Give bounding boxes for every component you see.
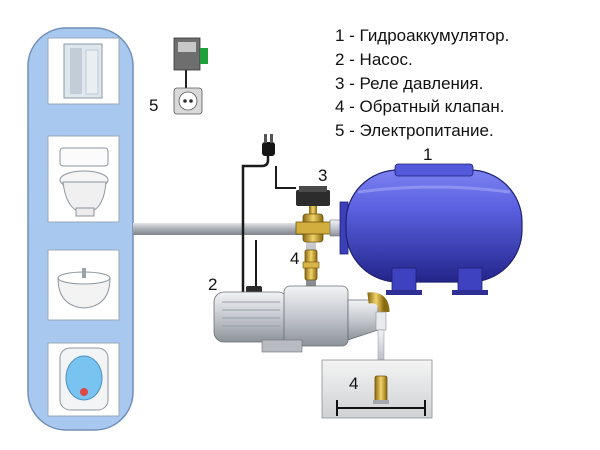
callout-accumulator: 1 bbox=[423, 145, 432, 164]
pressure-switch-icon bbox=[296, 186, 330, 216]
well-reservoir bbox=[321, 359, 433, 419]
callout-check-valve-well: 4 bbox=[349, 374, 358, 393]
main-pipe bbox=[133, 223, 311, 235]
shower-cabin-icon bbox=[47, 37, 120, 105]
tee-fitting-icon bbox=[295, 213, 333, 243]
legend-item-pump: 2 - Насос. bbox=[335, 49, 413, 69]
check-valve-top-icon bbox=[302, 249, 320, 281]
tank-flange-icon bbox=[329, 201, 349, 255]
legend-item-check-valve: 4 - Обратный клапан. bbox=[335, 97, 505, 117]
toilet-icon bbox=[47, 135, 120, 223]
fixtures-panel bbox=[27, 27, 134, 431]
electric-plug-icon bbox=[262, 134, 275, 156]
hydraulic-accumulator-icon bbox=[345, 163, 523, 295]
callout-check-valve-top: 4 bbox=[290, 249, 299, 268]
check-valve-well-icon bbox=[373, 375, 389, 404]
callout-pressure-switch: 3 bbox=[318, 166, 327, 185]
power-supply-icon bbox=[173, 37, 208, 115]
legend: 1 - Гидроаккумулятор. 2 - Насос. 3 - Рел… bbox=[335, 24, 595, 143]
washbasin-icon bbox=[47, 249, 120, 321]
power-cable bbox=[241, 152, 296, 292]
callout-pump: 2 bbox=[208, 275, 217, 294]
legend-item-power-supply: 5 - Электропитание. bbox=[335, 121, 494, 141]
water-heater-icon bbox=[47, 342, 120, 417]
callout-power-supply: 5 bbox=[149, 96, 158, 115]
legend-item-accumulator: 1 - Гидроаккумулятор. bbox=[335, 26, 510, 45]
pump-icon bbox=[213, 285, 379, 353]
legend-item-pressure-switch: 3 - Реле давления. bbox=[335, 73, 484, 93]
